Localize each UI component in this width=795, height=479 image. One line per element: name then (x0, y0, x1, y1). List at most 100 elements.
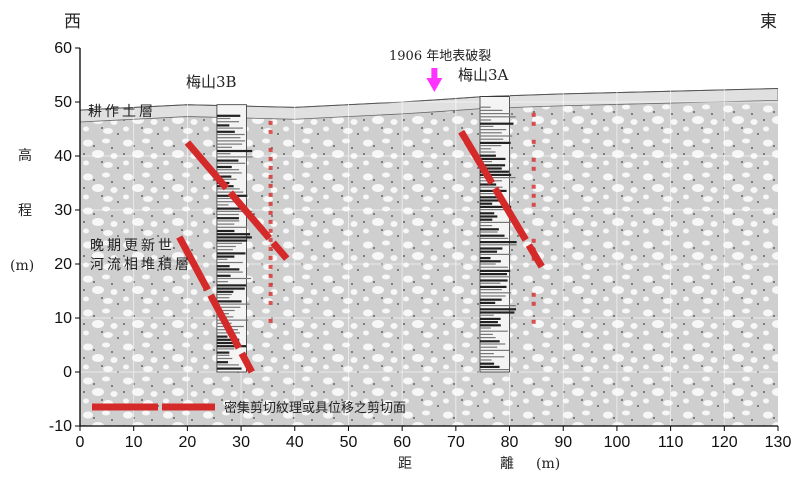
shear-sample-mark (531, 121, 536, 126)
shear-zone-line (184, 140, 290, 261)
borehole-log-bar (216, 354, 230, 356)
borehole-log-bar (216, 297, 230, 299)
borehole-log-bar (480, 349, 510, 351)
borehole-log-bar (480, 116, 516, 118)
borehole-log-bar (480, 260, 501, 263)
borehole-log-bar (216, 226, 247, 228)
borehole-log-bar (216, 242, 242, 244)
borehole-log-bar (480, 186, 503, 188)
shear-sample-mark (531, 184, 536, 189)
borehole-log-bar (216, 117, 231, 120)
y-axis-title-2: 程 (18, 203, 32, 219)
borehole-log-bar (216, 300, 242, 303)
shear-sample-mark (268, 192, 273, 197)
borehole-log-bar (480, 183, 497, 186)
borehole-log-bar (216, 213, 239, 216)
borehole-log-bar (480, 308, 517, 311)
borehole-log-bar (480, 231, 498, 233)
borehole-log (479, 96, 536, 373)
borehole-log-bar (480, 167, 502, 170)
borehole-log-bar (216, 127, 243, 129)
borehole-log-bar (216, 178, 237, 180)
borehole-log-bar (216, 309, 235, 312)
borehole-log-bar (480, 125, 494, 127)
borehole-log-bar (216, 367, 242, 370)
borehole-log-bar (480, 327, 491, 329)
y-tick-label: -10 (49, 418, 72, 435)
borehole-log-bar (216, 143, 243, 145)
borehole-log-bar (216, 277, 252, 280)
borehole-log-bar (480, 193, 496, 195)
borehole-log-bar (216, 201, 240, 203)
y-tick-label: 20 (54, 256, 72, 273)
borehole-log-bar (216, 303, 250, 305)
borehole-log-bar (216, 165, 232, 169)
borehole-log-bar (216, 133, 245, 136)
shear-sample-mark (531, 202, 536, 207)
borehole-log-bar (480, 161, 493, 163)
borehole-log-bar (480, 337, 496, 339)
borehole-log-bar (216, 245, 236, 248)
borehole-log-bar (216, 169, 240, 171)
borehole-log-bar (216, 287, 245, 290)
borehole-log-bar (216, 364, 239, 366)
borehole-log-bar (480, 317, 501, 320)
borehole-log-bar (216, 255, 235, 258)
borehole-log-bar (480, 237, 509, 239)
borehole-log-bar (216, 188, 240, 190)
legend-text: 密集剪切紋理或具位移之剪切面 (224, 400, 406, 416)
shear-sample-mark (268, 273, 273, 278)
borehole-log-bar (216, 306, 241, 308)
borehole-log-bar (480, 285, 507, 288)
borehole-log-bar (480, 212, 495, 215)
borehole-log-bar (216, 345, 247, 348)
borehole-log-bar (480, 343, 506, 345)
x-tick-label: 120 (711, 434, 738, 451)
x-tick-label: 10 (125, 434, 143, 451)
borehole-log-bar (480, 141, 511, 144)
shear-sample-mark (268, 237, 273, 242)
borehole-log-bar (216, 239, 248, 242)
borehole-log-bar (480, 135, 513, 137)
borehole-log-bar (216, 217, 239, 220)
borehole-log-bar (480, 122, 514, 125)
x-tick-label: 100 (604, 434, 631, 451)
x-tick-label: 90 (554, 434, 572, 451)
borehole-log-bar (216, 197, 231, 200)
borehole-log-bar (480, 276, 511, 278)
shear-sample-mark (531, 139, 536, 144)
borehole-log-bar (480, 221, 511, 223)
borehole-log-bar (216, 220, 240, 222)
shear-sample-mark (531, 157, 536, 162)
borehole-log-bar (216, 114, 241, 117)
shear-sample-mark (268, 300, 273, 305)
y-tick-label: 30 (54, 202, 72, 219)
borehole-log-bar (480, 170, 509, 173)
borehole-log-bar (480, 138, 504, 140)
borehole-log-bar (216, 290, 234, 293)
borehole-log-bar (480, 263, 496, 265)
shear-sample-mark (531, 292, 536, 297)
fault-1906-label: 1906 年地表破裂 (389, 49, 491, 64)
borehole-log-bar (480, 157, 506, 160)
borehole-log-bar (216, 156, 253, 158)
x-tick-label: 80 (501, 434, 519, 451)
x-tick-label: 0 (76, 434, 85, 451)
x-tick-label: 40 (286, 434, 304, 451)
y-axis-title-unit: (m) (10, 258, 34, 274)
borehole-log-bar (216, 351, 230, 354)
borehole-log-bar (216, 162, 246, 164)
borehole-log-bar (480, 132, 502, 134)
borehole-log-bar (216, 361, 229, 364)
axes (75, 47, 779, 431)
borehole-log-bar (216, 191, 244, 193)
borehole-log-bar (216, 274, 231, 277)
topsoil-label: 耕作土層 (88, 103, 156, 120)
shear-sample-mark (268, 255, 273, 260)
legend: 密集剪切紋理或具位移之剪切面 (92, 400, 406, 416)
borehole-log-bar (216, 268, 240, 271)
borehole-log-bar (480, 106, 491, 108)
grid-lines (80, 48, 778, 426)
